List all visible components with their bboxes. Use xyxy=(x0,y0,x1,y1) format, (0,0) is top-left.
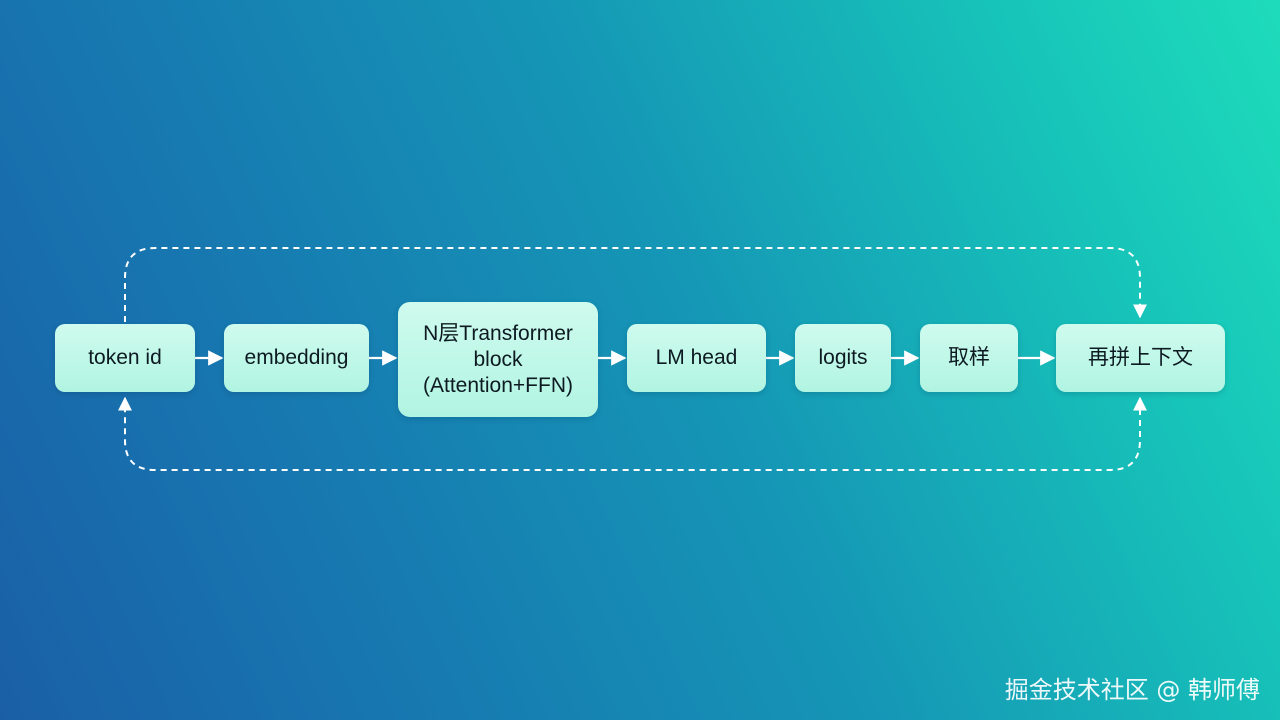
node-append-context-label: 再拼上下文 xyxy=(1088,346,1193,369)
node-embedding-label: embedding xyxy=(244,346,349,369)
node-sampling-label: 取样 xyxy=(948,346,990,369)
node-transformer-block: N层Transformer block (Attention+FFN) xyxy=(398,302,598,417)
node-sampling: 取样 xyxy=(920,324,1018,392)
node-append-context: 再拼上下文 xyxy=(1056,324,1225,392)
node-transformer-line-2: block xyxy=(473,347,523,371)
dashed-loop-top xyxy=(124,247,1147,322)
node-embedding: embedding xyxy=(224,324,369,392)
node-lm-head: LM head xyxy=(627,324,766,392)
node-lm-head-label: LM head xyxy=(655,346,738,369)
watermark-text: 掘金技术社区 @ 韩师傅 xyxy=(1004,676,1260,704)
node-logits-label: logits xyxy=(818,346,868,369)
node-transformer-line-3: (Attention+FFN) xyxy=(423,373,573,397)
dashed-loop-bottom xyxy=(118,396,1147,471)
node-token-id: token id xyxy=(55,324,195,392)
node-transformer-line-1: N层Transformer xyxy=(423,321,573,345)
node-token-id-label: token id xyxy=(88,346,162,369)
node-logits: logits xyxy=(795,324,891,392)
